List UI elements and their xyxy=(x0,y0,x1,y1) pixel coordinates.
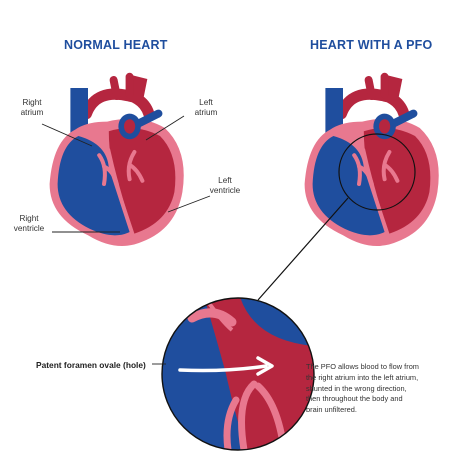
title-normal-heart: NORMAL HEART xyxy=(64,38,168,52)
pfo-heart-graphic xyxy=(305,77,439,246)
description-line: shunted in the wrong direction, xyxy=(306,383,407,393)
description-line: The PFO allows blood to flow from xyxy=(306,362,419,371)
label-patent-foramen-ovale: Patent foramen ovale (hole) xyxy=(36,360,146,370)
pfo-description: The PFO allows blood to flow from the ri… xyxy=(306,362,456,416)
magnified-inset xyxy=(162,298,314,450)
description-line: then throughout the body and xyxy=(306,394,403,404)
pfo-focus-ring xyxy=(338,133,416,211)
pointer-left-ventricle xyxy=(167,195,211,213)
pointer-left-atrium xyxy=(145,115,185,141)
description-line: the right atrium into the left atrium, xyxy=(306,372,419,382)
title-pfo-heart: HEART WITH A PFO xyxy=(310,38,433,52)
description-line: brain unfiltered. xyxy=(306,405,357,415)
normal-heart-graphic xyxy=(50,77,184,246)
magnified-inset-ring xyxy=(161,297,315,451)
pointer-right-atrium xyxy=(41,123,93,147)
zoom-connector xyxy=(257,197,349,301)
